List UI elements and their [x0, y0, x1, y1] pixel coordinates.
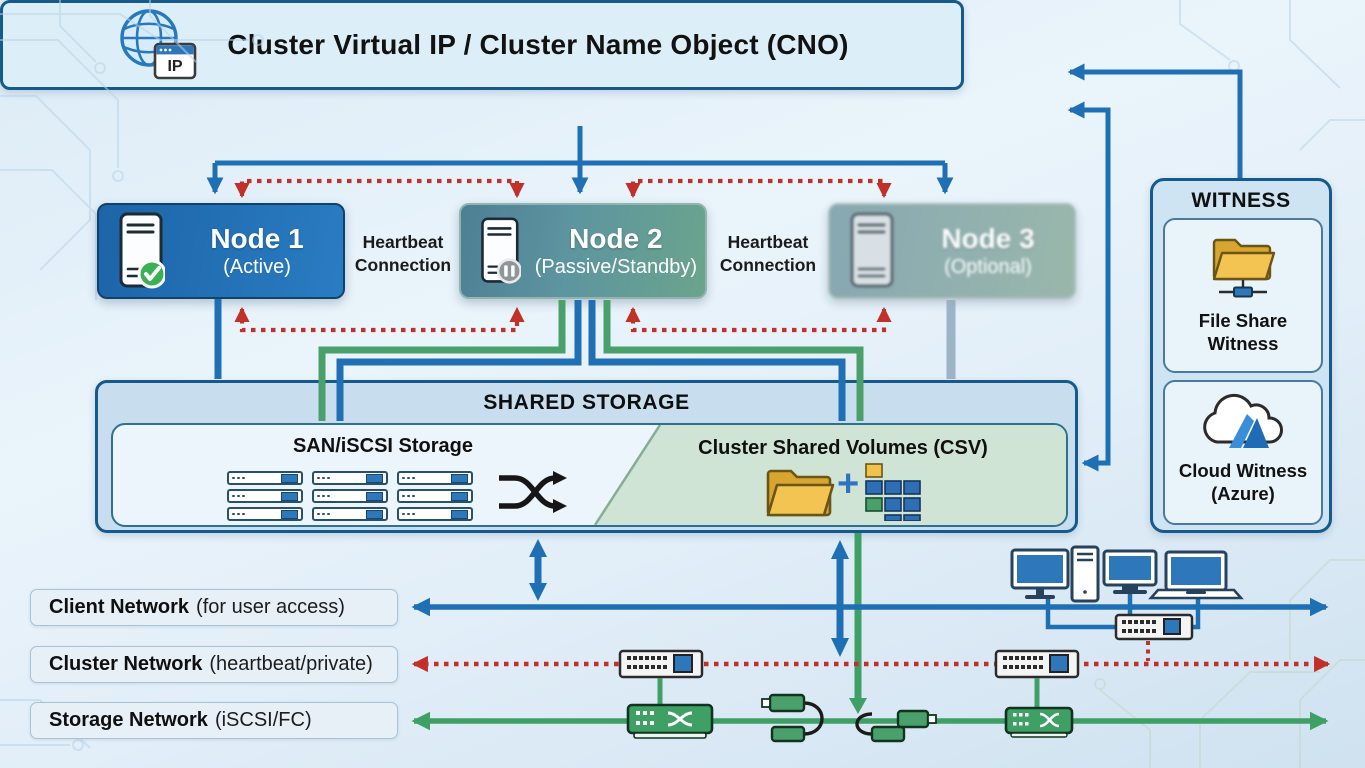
storage-unit: [227, 471, 303, 485]
cloud-witness-label: Cloud Witness (Azure): [1178, 460, 1308, 504]
csv-plus-glyph: +: [837, 463, 860, 505]
node1-box: Node 1 (Active): [97, 203, 345, 299]
node2-box: Node 2 (Passive/Standby): [459, 203, 707, 299]
azure-cloud-icon: [1203, 393, 1283, 448]
storage-unit: [312, 507, 388, 521]
csv-folder-icon: [766, 469, 835, 517]
storage-unit: [397, 489, 473, 503]
shared-folder-icon: [1212, 238, 1276, 298]
storage-unit: [227, 489, 303, 503]
file-share-witness-box: File Share Witness: [1163, 218, 1323, 373]
node3-box: Node 3 (Optional): [828, 203, 1076, 299]
multipath-shuffle-icon: [499, 471, 567, 513]
svg-text:IP: IP: [168, 58, 183, 75]
storage-unit: [397, 507, 473, 521]
csv-volume-grid-icon: [865, 463, 921, 521]
cno-box: IP Cluster Virtual IP / Cluster Name Obj…: [0, 0, 964, 90]
node2-state: (Passive/Standby): [534, 255, 697, 278]
node3-name: Node 3: [941, 223, 1035, 255]
csv-label: Cluster Shared Volumes (CSV): [698, 437, 988, 459]
san-storage-array: [227, 471, 473, 521]
server-icon-passive: [481, 217, 521, 284]
storage-unit: [227, 507, 303, 521]
storage-unit: [312, 489, 388, 503]
server-icon-active: [119, 212, 165, 289]
san-storage-label: SAN/iSCSI Storage: [292, 435, 474, 457]
globe-ip-icon: IP: [120, 9, 197, 80]
shared-storage-box: SHARED STORAGE SAN/iSCSI Storage Cluster…: [95, 380, 1078, 533]
client-network-label: Client Network (for user access): [30, 589, 398, 626]
file-share-witness-label: File Share Witness: [1198, 310, 1288, 354]
storage-network-label: Storage Network (iSCSI/FC): [30, 702, 398, 739]
cno-label: Cluster Virtual IP / Cluster Name Object…: [227, 29, 849, 60]
node2-name: Node 2: [569, 223, 663, 255]
node1-state: (Active): [223, 255, 291, 278]
shared-storage-title: SHARED STORAGE: [483, 391, 690, 414]
storage-inner-box: SAN/iSCSI Storage Cluster Shared Volumes…: [111, 423, 1068, 527]
pause-badge-icon: [496, 258, 521, 284]
node1-name: Node 1: [210, 223, 304, 255]
check-badge-icon: [137, 259, 165, 289]
cloud-witness-box: Cloud Witness (Azure): [1163, 380, 1323, 525]
heartbeat-label-2: Heartbeat Connection: [719, 232, 817, 275]
witness-title: WITNESS: [1191, 189, 1291, 212]
zone-divider: [593, 425, 662, 525]
heartbeat-label-1: Heartbeat Connection: [354, 232, 452, 275]
witness-panel: WITNESS File Share Witness Cloud Witness…: [1150, 178, 1332, 533]
node3-state: (Optional): [944, 255, 1032, 278]
storage-unit: [397, 471, 473, 485]
server-icon-optional: [850, 212, 894, 288]
storage-unit: [312, 471, 388, 485]
cluster-network-label: Cluster Network (heartbeat/private): [30, 646, 398, 683]
